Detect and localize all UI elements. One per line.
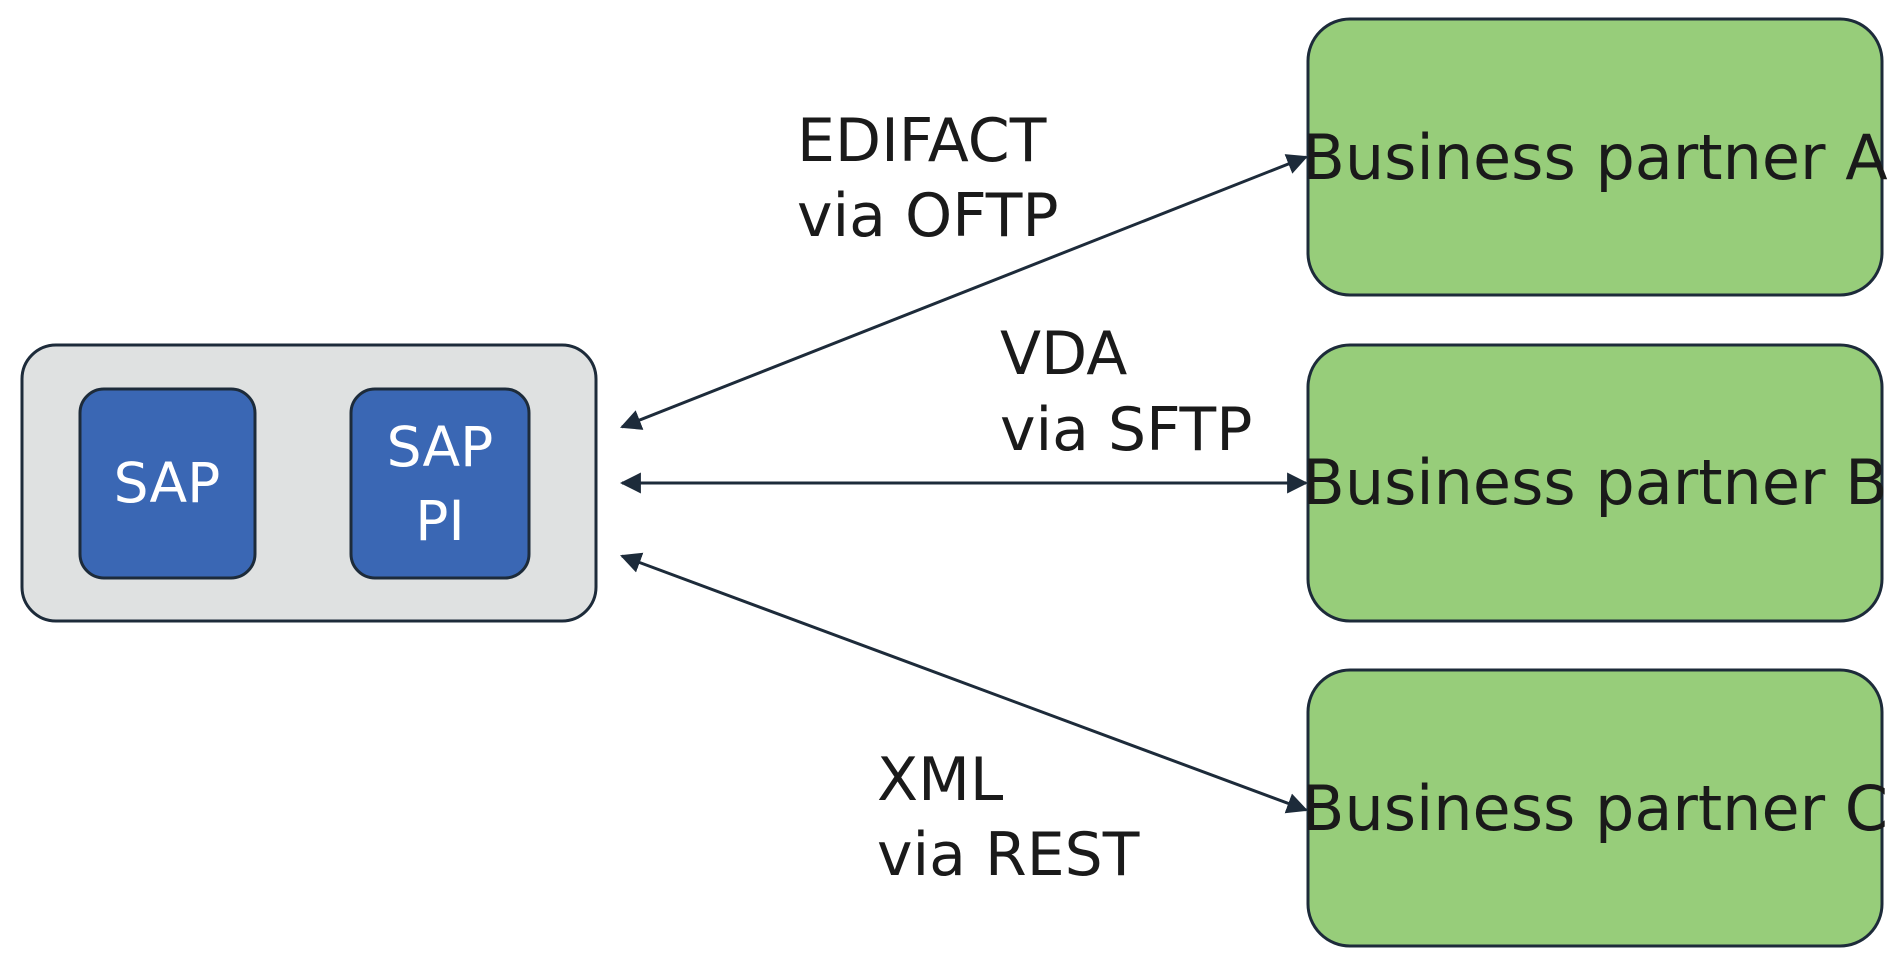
partner-c: Business partner C (1302, 668, 1888, 948)
sap-box: SAP (78, 387, 257, 580)
sap-box-shape (78, 387, 257, 580)
partner-b: Business partner B (1302, 343, 1888, 623)
partner-b-label: Business partner B (1302, 446, 1887, 519)
sap-pi-label-line-2: PI (415, 489, 464, 553)
sap-label: SAP (114, 451, 221, 515)
sap-pi-box: SAP PI (349, 387, 531, 580)
partner-a-label: Business partner A (1302, 121, 1887, 194)
connection-arrow-a (620, 154, 1308, 430)
partner-a-box (1306, 17, 1884, 297)
connection-label-a: EDIFACT via OFTP (797, 106, 1059, 251)
connection-b-format: VDA (1000, 319, 1127, 389)
connection-arrow-c (620, 552, 1308, 814)
connection-b-protocol: via SFTP (1000, 395, 1252, 465)
connection-a-protocol: via OFTP (797, 181, 1059, 251)
sap-pi-box-shape (349, 387, 531, 580)
partner-c-box (1306, 668, 1884, 948)
connection-label-c: XML via REST (877, 745, 1140, 890)
sap-pi-label-line-1: SAP (387, 415, 494, 479)
partner-c-label: Business partner C (1302, 772, 1888, 845)
connection-label-b: VDA via SFTP (1000, 319, 1252, 465)
connection-c-protocol: via REST (877, 820, 1140, 890)
connection-a-format: EDIFACT (797, 106, 1047, 176)
connection-c-format: XML (877, 745, 1004, 815)
sap-system-group: SAP SAP PI (20, 343, 598, 623)
partner-a: Business partner A (1302, 17, 1888, 297)
